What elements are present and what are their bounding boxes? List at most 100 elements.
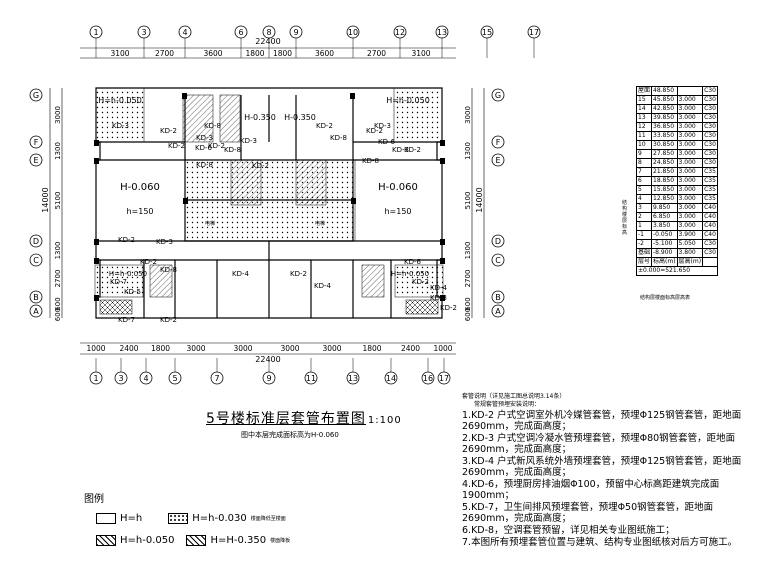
floor-table-cell: 层高(m) xyxy=(676,257,704,267)
floor-table-cell: 45.850 xyxy=(651,95,678,105)
pipe-tag: KD-8 xyxy=(160,266,177,274)
floor-table-cell: 3.000 xyxy=(676,131,704,141)
floor-table-cell xyxy=(676,86,704,96)
dimension-left: 1300 xyxy=(54,242,62,260)
dimension-right: 5100 xyxy=(464,192,472,210)
floor-table-cell: 8 xyxy=(635,158,653,168)
axis-bubble-circle xyxy=(491,234,505,248)
floor-table-cell: -0.050 xyxy=(651,230,678,240)
pipe-tag: KD-2 xyxy=(366,127,383,135)
floor-table-cell: C40 xyxy=(702,221,718,231)
floor-table-cell: -5.100 xyxy=(651,239,678,249)
pipe-tag: KD-7 xyxy=(118,316,135,324)
dimension-bottom: 2400 xyxy=(401,344,420,353)
dimension-top: 2700 xyxy=(155,49,174,58)
pipe-tag: KD-2 xyxy=(404,146,421,154)
structural-column xyxy=(94,258,99,264)
legend-label: H=h-0.050 xyxy=(120,534,175,546)
floor-table-cell: 9 xyxy=(635,149,653,159)
axis-label-bottom: 17 xyxy=(439,374,449,383)
structural-column xyxy=(183,198,188,204)
floor-table-cell: 3.000 xyxy=(676,212,704,222)
note-item: 6.KD-8，空调套管预留，详见相关专业图纸施工； xyxy=(462,525,675,536)
axis-bubble-circle xyxy=(491,153,505,167)
room-label: H-0.350 xyxy=(244,113,276,122)
structural-column xyxy=(440,239,445,245)
sleeve-notes: 套管说明（详见施工图总说明3.14条） 常规套管预埋安装说明： 1.KD-2 户… xyxy=(462,392,752,548)
floor-table-cell: C30 xyxy=(702,239,718,249)
floor-table-cell: 24.850 xyxy=(651,158,678,168)
dimension-right: 3000 xyxy=(464,106,472,124)
dimension-bottom: 1800 xyxy=(151,344,170,353)
floor-table-footer-row: ±0.000=521.650 xyxy=(636,266,718,276)
floor-zone-hatch xyxy=(182,94,214,143)
floor-table-footer: ±0.000=521.650 xyxy=(636,266,718,276)
axis-bubble-circle xyxy=(29,290,43,304)
pipe-tag: KD-8 xyxy=(330,134,347,142)
dimension-lines xyxy=(49,47,485,355)
axis-label-row-left: D xyxy=(33,237,39,246)
axis-label-row-left: B xyxy=(33,293,39,302)
dimension-right: 600 xyxy=(464,297,472,310)
dimension-top: 3100 xyxy=(411,49,430,58)
floor-zone-hatch xyxy=(361,264,385,298)
floor-table-cell: 9.850 xyxy=(651,203,678,213)
axis-label-row-left: F xyxy=(34,138,39,147)
floor-table-cell: 标高(m) xyxy=(651,257,678,267)
floor-table-cell: 基础 xyxy=(635,248,653,258)
building-walls xyxy=(94,87,445,319)
axis-label-row-left: G xyxy=(33,91,39,100)
pipe-tag: KD-2 xyxy=(412,278,429,286)
floor-table-cell: C35 xyxy=(702,194,718,204)
floor-table-cell: 屋面 xyxy=(635,86,653,96)
dimension-right: 600 xyxy=(464,308,472,321)
dimension-bottom: 3000 xyxy=(280,344,299,353)
note-item: 7.本图所有预埋套管位置与建筑、结构专业图纸核对后方可施工。 xyxy=(462,537,738,548)
axis-label-row-right: A xyxy=(495,307,501,316)
dimension-left: 600 xyxy=(54,297,62,310)
axis-bubble-circle xyxy=(491,135,505,149)
pipe-tag: KD-8 xyxy=(196,161,213,169)
floor-table-cell: 3.000 xyxy=(676,122,704,132)
notes-header: 套管说明（详见施工图总说明3.14条） xyxy=(462,393,566,400)
axis-label-top: 13 xyxy=(437,28,447,37)
floor-table-cell: 3.000 xyxy=(676,149,704,159)
axis-label-top: 10 xyxy=(348,28,358,37)
axis-label-top: 9 xyxy=(293,28,298,37)
floor-table-cell: 5.050 xyxy=(676,239,704,249)
room-label: H=h-0.050 xyxy=(391,270,429,278)
structural-column xyxy=(440,295,445,301)
floor-table-cell: C30 xyxy=(702,149,718,159)
floor-table-cell: 18.850 xyxy=(651,176,678,186)
floor-table-cell: -8.900 xyxy=(651,248,678,258)
pipe-tag: KD-3 xyxy=(156,238,173,246)
axis-label-bottom: 9 xyxy=(266,374,271,383)
floor-table-cell: 层号 xyxy=(635,257,653,267)
axis-label-row-right: C xyxy=(495,256,501,265)
axis-label-top: 17 xyxy=(529,28,539,37)
floor-table-cell: 36.850 xyxy=(651,122,678,132)
room-label: h=150 xyxy=(126,207,153,216)
dimension-bottom: 1000 xyxy=(86,344,105,353)
overall-dimension-left: 14000 xyxy=(41,187,50,212)
floor-table-side-label: 结构楼层标高 xyxy=(622,200,628,236)
axis-label-bottom: 1 xyxy=(93,374,98,383)
axis-label-bottom: 5 xyxy=(172,374,177,383)
dimension-bottom: 1000 xyxy=(433,344,452,353)
floor-table-cell: 3.000 xyxy=(676,194,704,204)
floor-table-cell: 14 xyxy=(635,104,653,114)
axis-label-bottom: 4 xyxy=(143,374,148,383)
dimension-top: 3600 xyxy=(315,49,334,58)
floor-table-cell: C30 xyxy=(702,140,718,150)
floor-table-cell: 3.000 xyxy=(676,158,704,168)
axis-bubble-circle xyxy=(491,290,505,304)
structural-column xyxy=(351,198,356,204)
room-label: H-0.060 xyxy=(378,182,418,193)
dimension-bottom: 1800 xyxy=(362,344,381,353)
pipe-tag: KD-3 xyxy=(430,294,447,302)
floor-table-cell: 2 xyxy=(635,212,653,222)
